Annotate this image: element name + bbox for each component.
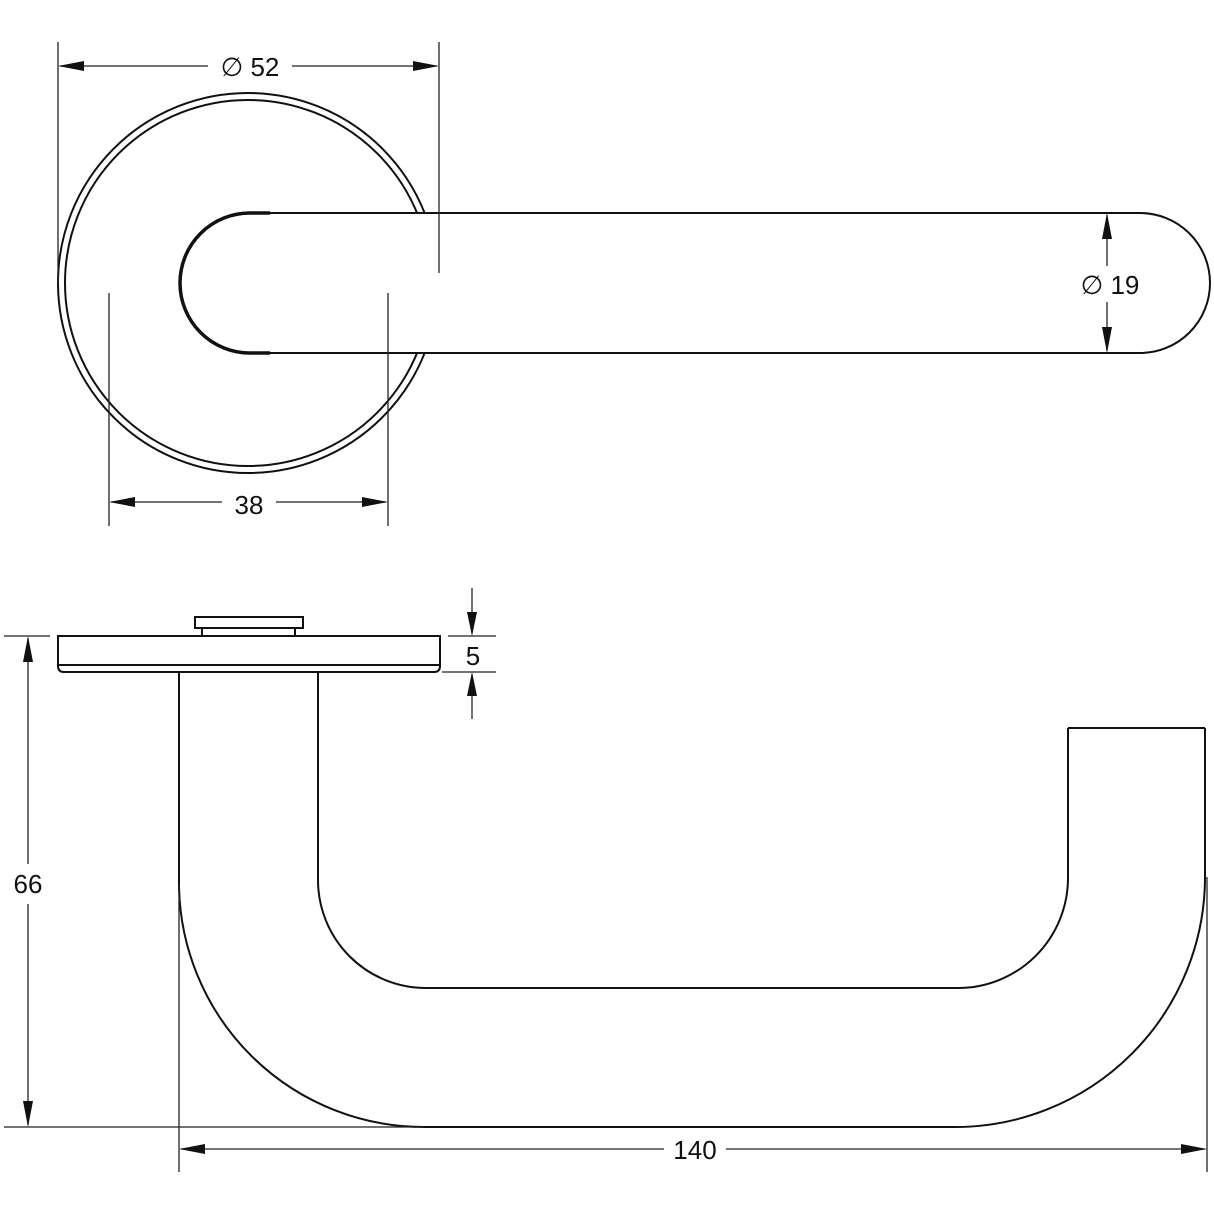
lever-boss-edge xyxy=(178,211,270,355)
lever-outer-profile xyxy=(178,672,1206,1128)
arrowhead-down xyxy=(467,612,477,636)
arrowhead-down xyxy=(23,1101,33,1127)
arrowhead-up xyxy=(467,672,477,696)
projection-label: 66 xyxy=(14,869,43,899)
arrowhead-up xyxy=(1102,213,1112,239)
arrowhead-right xyxy=(1181,1144,1207,1154)
lever-length-label: 140 xyxy=(673,1135,716,1165)
arrowhead-left xyxy=(58,61,84,71)
arrowhead-left xyxy=(179,1144,205,1154)
fixing-centres-label: 38 xyxy=(235,490,264,520)
front-view: ∅ 52 38 ∅ 19 xyxy=(57,42,1211,526)
arrowhead-up xyxy=(23,636,33,662)
arrowhead-right xyxy=(362,497,388,507)
arrowhead-left xyxy=(109,497,135,507)
arrowhead-right xyxy=(413,61,439,71)
rose-plate xyxy=(57,635,441,673)
spindle-cap xyxy=(194,616,304,629)
lever-body xyxy=(179,212,1211,354)
lever-diameter-label: ∅ 19 xyxy=(1081,270,1140,300)
rose-diameter-label: ∅ 52 xyxy=(221,52,280,82)
lever-inner-profile xyxy=(317,672,1069,989)
side-view: 5 66 140 xyxy=(4,588,1208,1172)
rose-thickness-label: 5 xyxy=(466,641,480,671)
arrowhead-down xyxy=(1102,327,1112,353)
